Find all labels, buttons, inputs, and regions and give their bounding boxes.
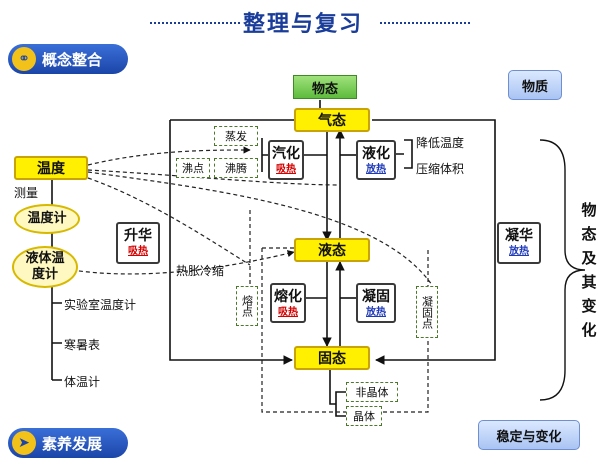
deposit-heat: 放热 [509,246,529,257]
sublimate-box: 升华 吸热 [116,222,160,264]
thermometer-type-weather: 寒暑表 [64,338,101,352]
melt-heat: 吸热 [278,307,298,318]
sublimate-name: 升华 [124,228,152,244]
thermometer-type-lab: 实验室温度计 [64,298,137,312]
concept-badge: ⚭ 概念整合 [8,44,128,74]
state-top: 物态 [293,75,357,99]
amorphous-box: 非晶体 [346,382,398,402]
title-rule-right [380,22,470,24]
liquefy-heat: 放热 [366,164,386,175]
deposit-box: 凝华 放热 [497,222,541,264]
freeze-heat: 放热 [366,307,386,318]
page-title: 整理与复习 [242,12,363,37]
deposit-name: 凝华 [505,228,533,244]
matter-box: 物质 [508,70,562,100]
melt-box: 熔化 吸热 [270,283,306,323]
state-gas: 气态 [294,108,370,132]
boil-box: 沸腾 [214,158,258,178]
thermometer-type-clinical: 体温计 [64,375,101,389]
state-liquid: 液态 [294,238,370,262]
liquid-thermometer-oval: 液体温度计 [12,246,78,288]
liquefy-method-cool: 降低温度 [416,136,465,150]
vaporize-box: 汽化 吸热 [268,140,304,180]
liquefy-box: 液化 放热 [356,140,396,180]
freezing-point-box: 凝固点 [416,286,438,338]
freeze-box: 凝固 放热 [356,283,396,323]
expansion-label: 热胀冷缩 [176,264,225,278]
link-icon: ⚭ [12,47,36,71]
temperature-box: 温度 [14,156,88,180]
state-solid: 固态 [294,346,370,370]
melting-point-box: 熔点 [236,286,258,326]
side-caption: 物态及其变化 [581,201,597,339]
literacy-badge-label: 素养发展 [42,434,103,453]
liquefy-method-compress: 压缩体积 [416,162,465,176]
stable-change-box: 稳定与变化 [478,420,580,450]
literacy-badge: ➤ 素养发展 [8,428,128,458]
sublimate-heat: 吸热 [128,246,148,257]
crystal-box: 晶体 [346,406,382,426]
liquefy-name: 液化 [362,146,390,162]
title-rule-left [150,22,240,24]
concept-badge-label: 概念整合 [42,50,103,69]
evaporate-box: 蒸发 [214,126,258,146]
growth-icon: ➤ [12,431,36,455]
measure-label: 测量 [14,186,39,200]
freeze-name: 凝固 [362,289,390,305]
vaporize-name: 汽化 [272,146,300,162]
boiling-point-box: 沸点 [176,158,210,178]
vaporize-heat: 吸热 [276,164,296,175]
thermometer-oval: 温度计 [14,204,80,234]
melt-name: 熔化 [274,289,302,305]
